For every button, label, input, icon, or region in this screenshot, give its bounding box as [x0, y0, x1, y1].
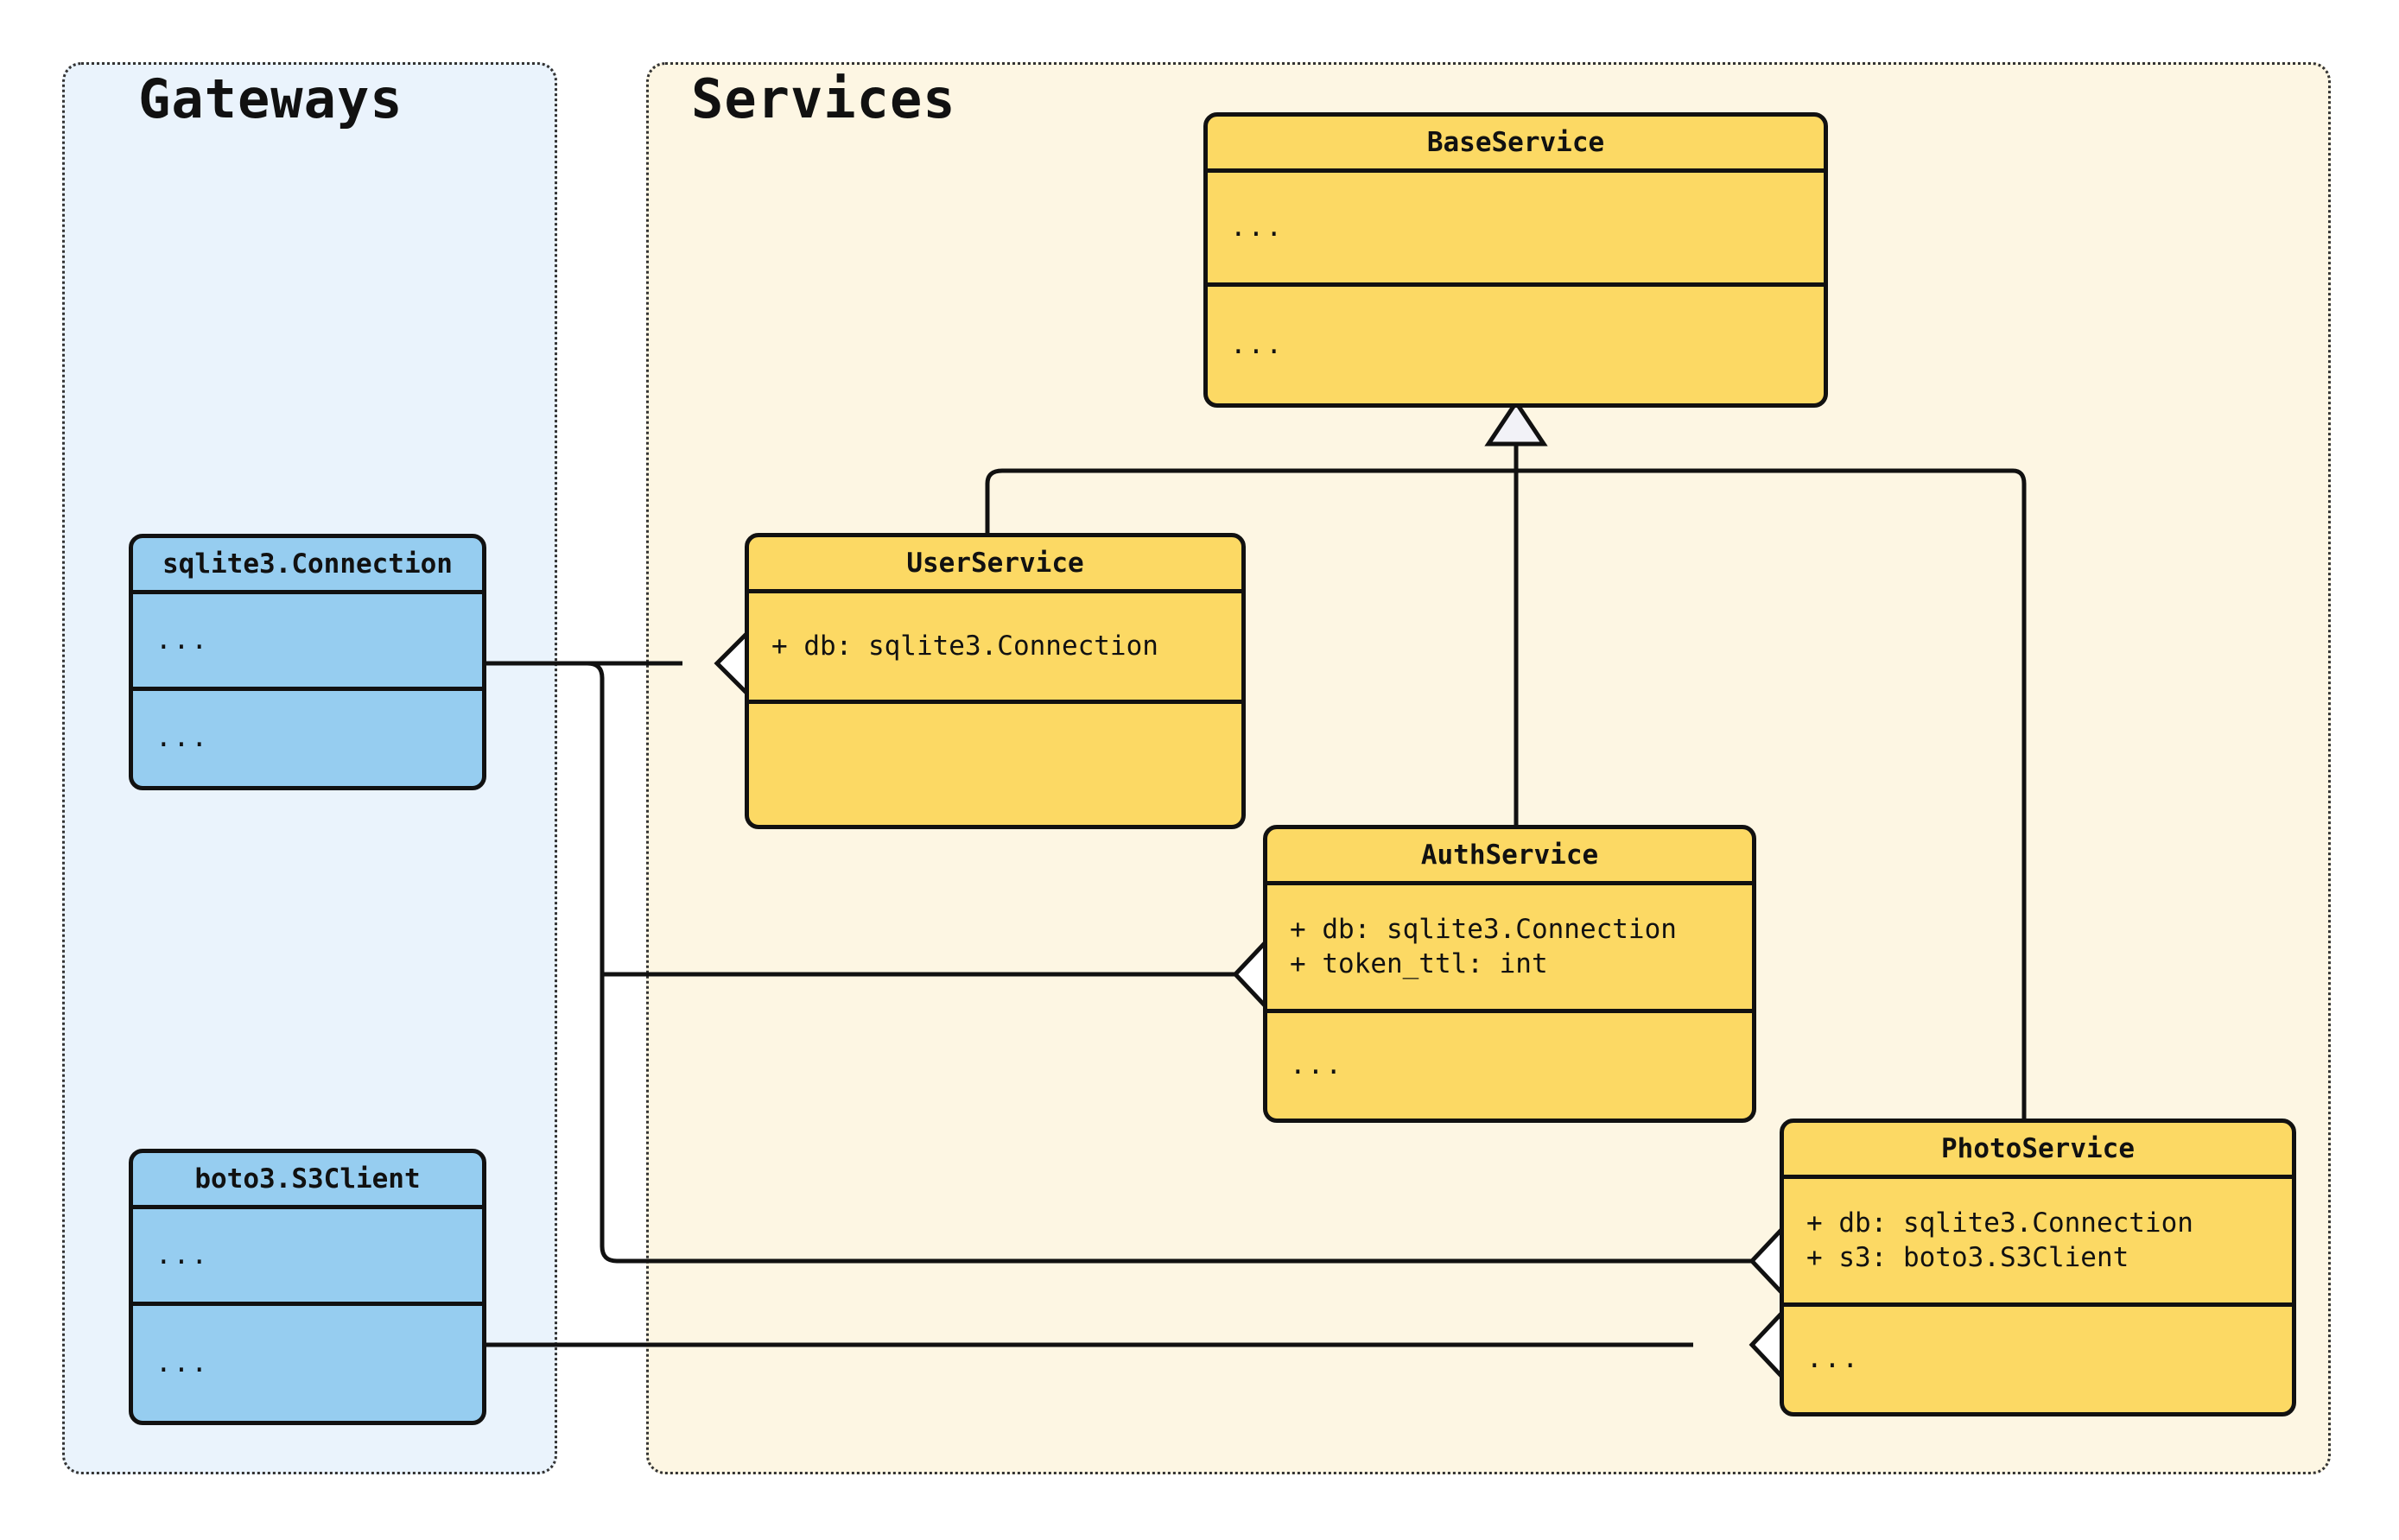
class-name-baseservice: BaseService — [1208, 117, 1824, 173]
class-attributes-authservice: + db: sqlite3.Connection + token_ttl: in… — [1267, 885, 1752, 1013]
generalization-branch-userservice — [985, 468, 1003, 533]
attribute-photoservice-db: + db: sqlite3.Connection — [1806, 1207, 2193, 1239]
class-name-boto3-s3client: boto3.S3Client — [133, 1153, 482, 1209]
attribute-authservice-db: + db: sqlite3.Connection — [1290, 913, 1677, 945]
class-attributes-userservice: + db: sqlite3.Connection — [749, 593, 1241, 704]
class-name-photoservice: PhotoService — [1784, 1123, 2292, 1179]
generalization-triangle-arrowhead — [1484, 398, 1548, 447]
attribute-photoservice-s3: + s3: boto3.S3Client — [1806, 1241, 2129, 1273]
class-box-authservice[interactable]: AuthService + db: sqlite3.Connection + t… — [1263, 825, 1756, 1123]
aggregation-bus-sqlite-vertical — [486, 661, 1762, 1264]
class-methods-boto3-s3client: ... — [155, 1347, 209, 1378]
class-methods-photoservice: ... — [1806, 1343, 1860, 1375]
class-attributes-baseservice: ... — [1208, 173, 1824, 287]
class-methods-baseservice: ... — [1230, 328, 1284, 360]
class-name-sqlite3-connection: sqlite3.Connection — [133, 538, 482, 594]
class-methods-sqlite3-connection: ... — [155, 722, 209, 754]
class-methods-authservice: ... — [1290, 1049, 1343, 1081]
class-box-baseservice[interactable]: BaseService ... ... — [1203, 112, 1828, 408]
class-attributes-photoservice: + db: sqlite3.Connection + s3: boto3.S3C… — [1784, 1179, 2292, 1307]
class-methods-userservice — [749, 704, 1241, 825]
package-gateways-title: Gateways — [138, 67, 403, 130]
attribute-authservice-token-ttl: + token_ttl: int — [1290, 947, 1548, 979]
class-box-sqlite3-connection[interactable]: sqlite3.Connection ... ... — [129, 534, 486, 790]
class-box-userservice[interactable]: UserService + db: sqlite3.Connection — [745, 533, 1246, 829]
class-box-photoservice[interactable]: PhotoService + db: sqlite3.Connection + … — [1780, 1119, 2296, 1416]
class-name-userservice: UserService — [749, 537, 1241, 593]
class-attributes-sqlite3-connection: ... — [133, 594, 482, 691]
package-services-title: Services — [691, 67, 956, 130]
class-attributes-boto3-s3client: ... — [133, 1209, 482, 1306]
class-name-authservice: AuthService — [1267, 829, 1752, 885]
class-box-boto3-s3client[interactable]: boto3.S3Client ... ... — [129, 1149, 486, 1425]
generalization-branch-photoservice — [2012, 468, 2027, 1119]
